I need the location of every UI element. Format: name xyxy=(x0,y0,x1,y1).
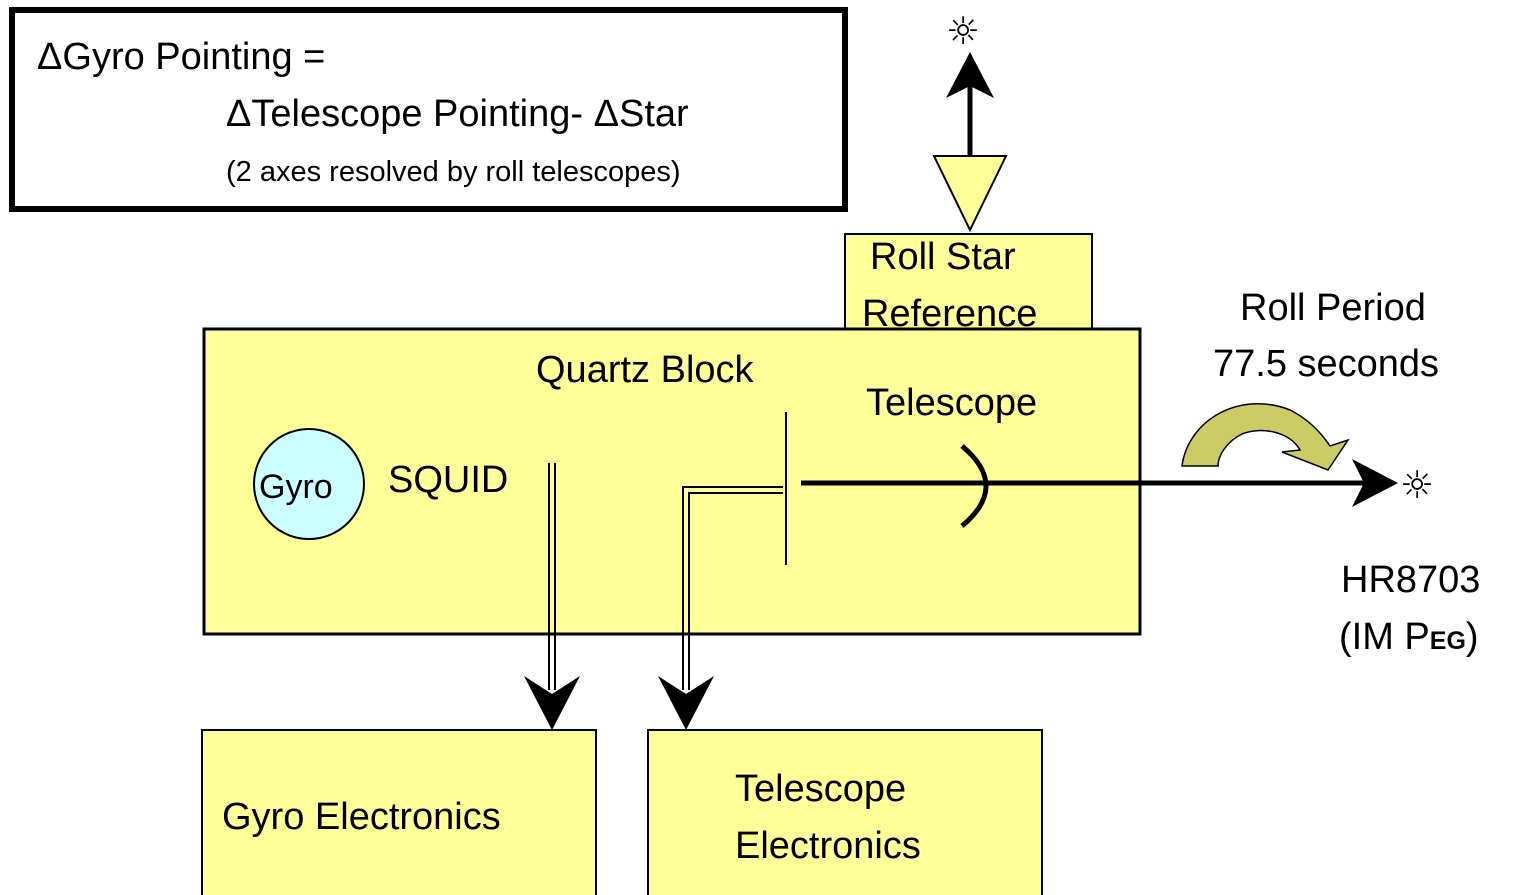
guide-star-name: HR8703 xyxy=(1341,559,1481,601)
guide-star-designation-suffix: ) xyxy=(1465,616,1479,658)
equation-line-2: ΔTelescope Pointing- ΔStar xyxy=(226,93,689,135)
equation-line-1: ΔGyro Pointing = xyxy=(37,36,326,78)
telescope-lens xyxy=(960,444,989,528)
roll-direction-arrow xyxy=(1181,402,1350,471)
guide-star-designation-smallcaps: EG xyxy=(1429,627,1466,655)
squid-label: SQUID xyxy=(388,459,509,501)
gyro-electronics-label: Gyro Electronics xyxy=(222,796,501,838)
up-arrow-head xyxy=(946,52,994,98)
equation-box xyxy=(9,7,848,212)
telescope-electronics-box xyxy=(647,729,1043,895)
equation-note: (2 axes resolved by roll telescopes) xyxy=(226,156,681,188)
squid-arrow-head xyxy=(524,676,580,730)
roll-reference-triangle xyxy=(932,155,1008,233)
guide-star-designation-prefix: (IM P xyxy=(1339,616,1430,658)
roll-period-line-1: Roll Period xyxy=(1240,287,1426,329)
telescope-electronics-line-2: Electronics xyxy=(735,825,921,867)
gyro-circle xyxy=(253,428,365,540)
roll-star-icon: ☼ xyxy=(946,9,981,53)
telescope-arrow-head xyxy=(658,676,714,730)
roll-star-reference-line-2: Reference xyxy=(862,293,1038,335)
roll-star-reference-line-1: Roll Star xyxy=(870,236,1016,278)
telescope-signal-line-b xyxy=(688,492,783,690)
gyro-label: Gyro xyxy=(259,468,333,506)
quartz-block-title: Quartz Block xyxy=(536,349,754,391)
roll-star-reference-box xyxy=(844,233,1093,332)
telescope-signal-line-a xyxy=(682,486,783,690)
roll-period-line-2: 77.5 seconds xyxy=(1213,343,1440,385)
telescope-label: Telescope xyxy=(866,382,1038,424)
optical-axis-arrow-head xyxy=(1352,459,1398,507)
telescope-electronics-line-1: Telescope xyxy=(735,768,907,810)
guide-star-designation: (IM PEG) xyxy=(1339,618,1479,656)
gyro-electronics-box xyxy=(201,729,597,895)
guide-star-icon: ☼ xyxy=(1400,463,1435,507)
